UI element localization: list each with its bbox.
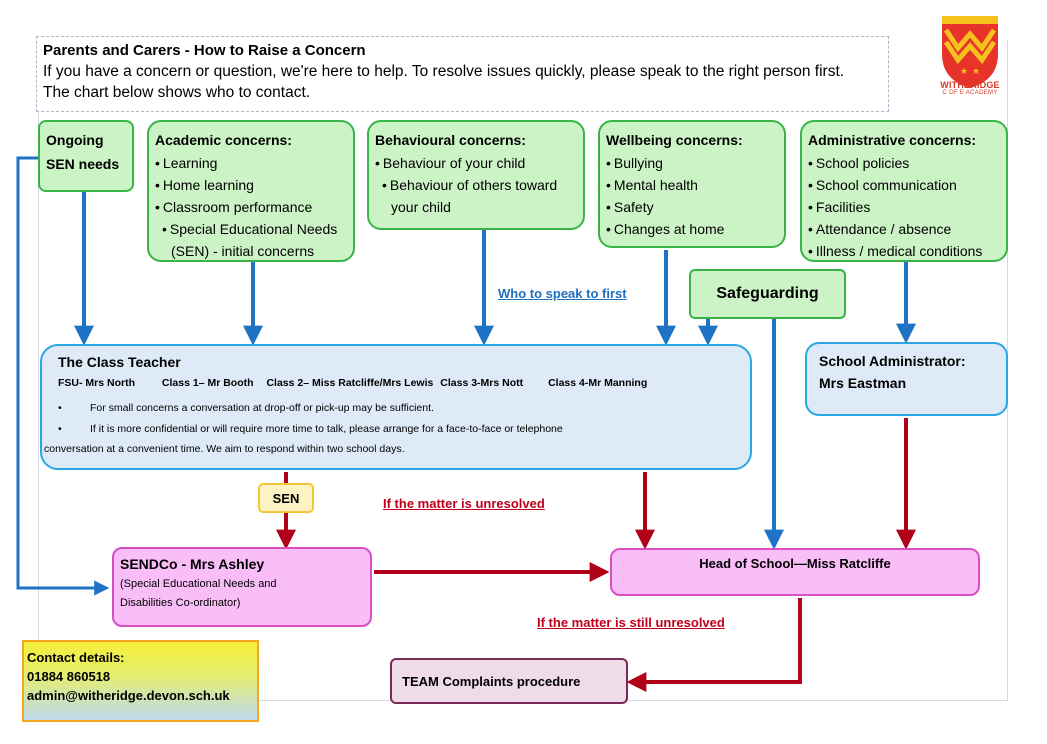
wellbeing-concerns-box: Wellbeing concerns: Bullying Mental heal… [598, 120, 786, 248]
list-item: School communication [808, 174, 1000, 196]
intro-box: Parents and Carers - How to Raise a Conc… [36, 36, 889, 112]
administrative-list: School policies School communication Fac… [808, 152, 1000, 262]
svg-text:★: ★ [972, 67, 980, 77]
list-item: Special Educational Needs (SEN) - initia… [155, 218, 347, 262]
class-item: Class 4-Mr Manning [548, 377, 648, 389]
list-item: Illness / medical conditions [808, 240, 1000, 262]
who-to-speak-first-label: Who to speak to first [498, 286, 627, 301]
academic-list: Learning Home learning Classroom perform… [155, 152, 347, 262]
unresolved-label: If the matter is unresolved [383, 496, 545, 511]
administrative-title: Administrative concerns: [808, 132, 977, 148]
intro-line-1: If you have a concern or question, we're… [43, 63, 845, 80]
safeguarding-box: Safeguarding [689, 269, 846, 319]
list-item: Bullying [606, 152, 778, 174]
arrow-head-to-team [626, 598, 802, 692]
intro-line-2: The chart below shows who to contact. [43, 84, 311, 101]
contact-phone: 01884 860518 [27, 669, 111, 684]
teacher-bullet-2-text: If it is more confidential or will requi… [90, 423, 563, 435]
school-crest-icon: ★ ★ [942, 16, 998, 88]
behavioural-concerns-box: Behavioural concerns: Behaviour of your … [367, 120, 585, 230]
teacher-bullet-1-text: For small concerns a conversation at dro… [90, 402, 434, 414]
list-item: Attendance / absence [808, 218, 1000, 240]
academic-concerns-box: Academic concerns: Learning Home learnin… [147, 120, 355, 262]
class-item: Class 1– Mr Booth [161, 377, 254, 389]
contact-title: Contact details: [27, 650, 125, 665]
sendco-title: SENDCo - Mrs Ashley [120, 556, 265, 572]
sendco-box: SENDCo - Mrs Ashley (Special Educational… [112, 547, 372, 627]
list-item: Changes at home [606, 218, 778, 240]
list-item: Behaviour of your child [375, 152, 577, 174]
sendco-sub-2: Disabilities Co-ordinator) [120, 597, 241, 609]
ongoing-sen-box: Ongoing SEN needs [38, 120, 134, 192]
class-list: FSU- Mrs North Class 1– Mr Booth Class 2… [58, 374, 734, 392]
school-administrator-title: School Administrator: [819, 353, 966, 369]
list-item: Safety [606, 196, 778, 218]
contact-email: admin@witheridge.devon.sch.uk [27, 688, 230, 703]
still-unresolved-label: If the matter is still unresolved [537, 615, 725, 630]
teacher-bullet-2: •If it is more confidential or will requ… [58, 423, 563, 435]
ongoing-line-2: SEN needs [46, 156, 120, 172]
school-logo-sub: C OF E ACADEMY [942, 90, 998, 96]
arrow-ongoing-to-sendco [16, 156, 110, 596]
sen-tag: SEN [258, 483, 314, 513]
teacher-bullet-2-cont: conversation at a convenient time. We ai… [44, 443, 405, 455]
ongoing-line-1: Ongoing [46, 132, 104, 148]
head-of-school-box: Head of School—Miss Ratcliffe [610, 548, 980, 596]
list-item: Classroom performance [155, 196, 347, 218]
wellbeing-title: Wellbeing concerns: [606, 132, 743, 148]
class-item: Class 3-Mrs Nott [440, 377, 524, 389]
class-teacher-box: The Class Teacher FSU- Mrs North Class 1… [40, 344, 752, 470]
administrative-concerns-box: Administrative concerns: School policies… [800, 120, 1008, 262]
school-administrator-box: School Administrator: Mrs Eastman [805, 342, 1008, 416]
class-item: Class 2– Miss Ratcliffe/Mrs Lewis [266, 377, 434, 389]
school-administrator-name: Mrs Eastman [819, 375, 907, 391]
school-logo-name: WITHERIDGE [940, 80, 1000, 90]
contact-details-box: Contact details: 01884 860518 admin@with… [22, 640, 259, 722]
list-item: Behaviour of others toward your child [375, 174, 577, 218]
page-title: Parents and Carers - How to Raise a Conc… [43, 42, 366, 59]
svg-text:★: ★ [960, 67, 968, 77]
list-item: Mental health [606, 174, 778, 196]
class-teacher-title: The Class Teacher [58, 354, 181, 370]
list-item: Home learning [155, 174, 347, 196]
behavioural-list: Behaviour of your child Behaviour of oth… [375, 152, 577, 218]
list-item: Learning [155, 152, 347, 174]
sendco-sub-1: (Special Educational Needs and [120, 578, 277, 590]
wellbeing-list: Bullying Mental health Safety Changes at… [606, 152, 778, 240]
academic-title: Academic concerns: [155, 132, 292, 148]
teacher-bullet-1: •For small concerns a conversation at dr… [58, 402, 434, 414]
team-complaints-box: TEAM Complaints procedure [390, 658, 628, 704]
behavioural-title: Behavioural concerns: [375, 132, 526, 148]
list-item: School policies [808, 152, 1000, 174]
class-item: FSU- Mrs North [58, 377, 135, 389]
list-item: Facilities [808, 196, 1000, 218]
